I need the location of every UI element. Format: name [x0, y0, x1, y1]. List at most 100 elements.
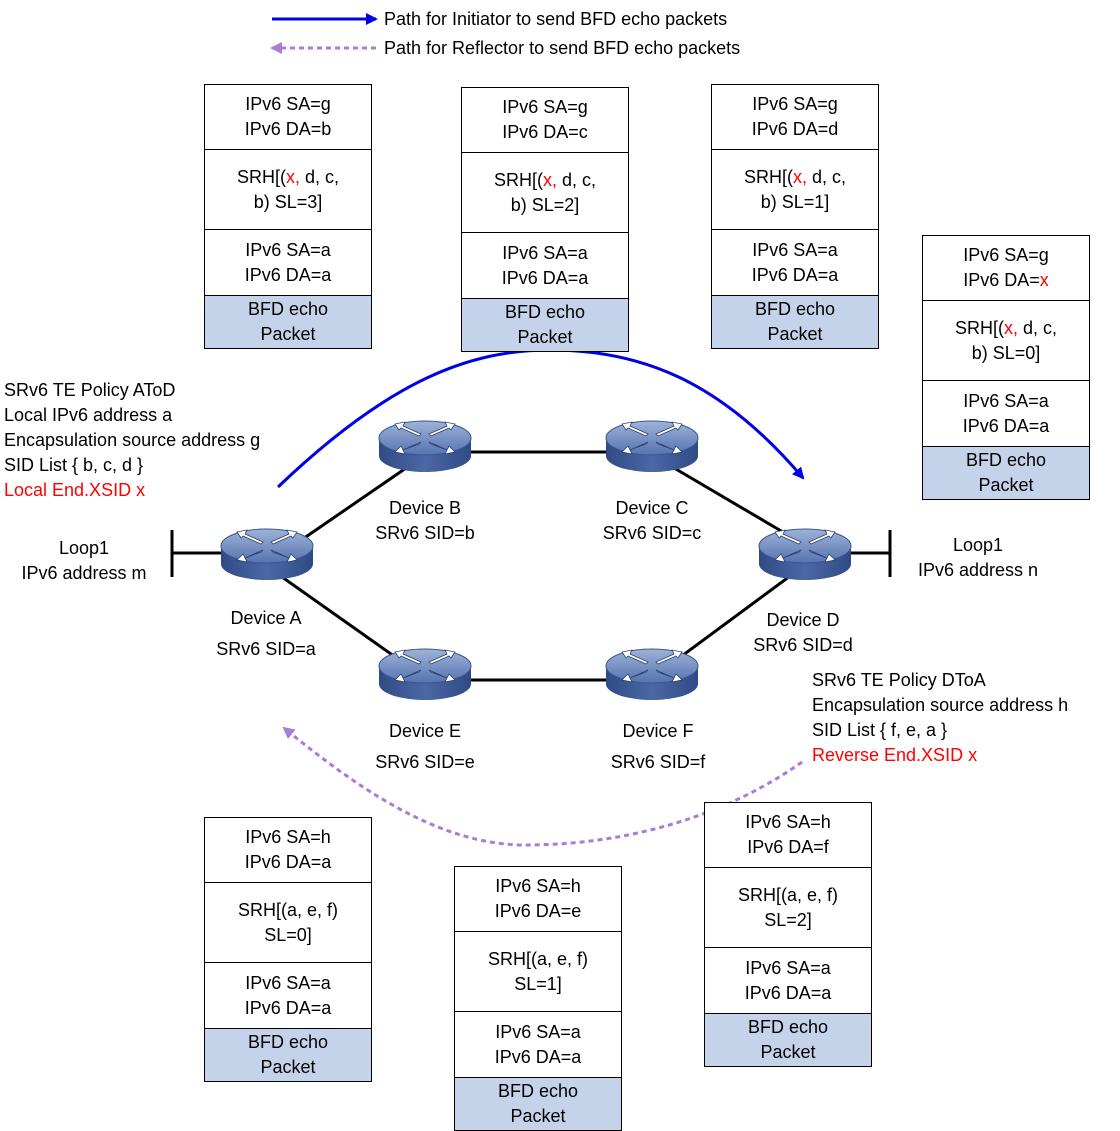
packet-p1-inner-header: IPv6 SA=a IPv6 DA=a [205, 230, 371, 296]
packet-p5-srh: SRH[(a, e, f) SL=0] [205, 883, 371, 963]
packet-p4-srh-line2: b) SL=0] [971, 342, 1041, 363]
packet-p2-inner-sa: IPv6 SA=a [502, 242, 588, 263]
packet-p7-outer-header: IPv6 SA=h IPv6 DA=f [705, 803, 871, 868]
device-c-label: Device C SRv6 SID=c [572, 496, 732, 546]
packet-p4-bfd-payload: BFD echo Packet [923, 447, 1089, 499]
packet-p3-bfd-payload: BFD echo Packet [712, 296, 878, 348]
packet-p7-bfd-payload: BFD echo Packet [705, 1014, 871, 1066]
packet-p1-outer-da: IPv6 DA=b [244, 119, 332, 139]
policy-dtoa-name: SRv6 TE Policy DToA [812, 670, 986, 690]
packet-p3-outer-sa: IPv6 SA=g [752, 94, 838, 114]
packet-p7-inner-header: IPv6 SA=a IPv6 DA=a [705, 948, 871, 1014]
loop-left-label: Loop1 IPv6 address m [0, 536, 168, 586]
packet-p4-outer-header: IPv6 SA=g IPv6 DA=x [923, 236, 1089, 301]
policy-atod-local-address: Local IPv6 address a [4, 405, 173, 425]
device-a-router-icon[interactable] [220, 528, 314, 581]
policy-dtoa-sid-list: SID List { f, e, a } [812, 720, 948, 740]
packet-p5-outer-da: IPv6 DA=a [244, 852, 332, 872]
policy-atod-encap-source: Encapsulation source address g [4, 430, 261, 450]
packet-p1-outer-sa: IPv6 SA=g [245, 94, 331, 114]
packet-p5-outer-sa: IPv6 SA=h [245, 827, 331, 847]
packet-p6-inner-header: IPv6 SA=a IPv6 DA=a [455, 1012, 621, 1078]
device-b-label: Device B SRv6 SID=b [345, 496, 505, 546]
packet-p6-srh: SRH[(a, e, f) SL=1] [455, 932, 621, 1012]
packet-p4-srh-line1: SRH[(x, d, c, [954, 317, 1058, 338]
packet-p3-inner-da: IPv6 DA=a [751, 264, 839, 285]
policy-dtoa-reverse-xsid: Reverse End.XSID x [812, 745, 978, 765]
device-c-router-icon[interactable] [605, 420, 699, 473]
packet-p7-outer-da: IPv6 DA=f [747, 837, 829, 857]
legend-initiator-label: Path for Initiator to send BFD echo pack… [384, 9, 728, 29]
packet-p4-outer-sa: IPv6 SA=g [963, 245, 1049, 265]
packet-p6-outer-da: IPv6 DA=e [494, 901, 582, 921]
device-b-router-icon[interactable] [378, 420, 472, 473]
device-b-sid: SRv6 SID=b [375, 523, 475, 543]
device-f-sid: SRv6 SID=f [610, 752, 706, 772]
packet-p6-inner-da: IPv6 DA=a [494, 1046, 582, 1067]
device-f-router-icon[interactable] [605, 648, 699, 701]
packet-p6-inner-sa: IPv6 SA=a [495, 1021, 581, 1042]
packet-p3-inner-header: IPv6 SA=a IPv6 DA=a [712, 230, 878, 296]
packet-p7-inner-sa: IPv6 SA=a [745, 957, 831, 978]
packet-p1-srh: SRH[(x, d, c, b) SL=3] [205, 150, 371, 230]
device-a-label: Device A SRv6 SID=a [186, 606, 346, 662]
loop-left-address: IPv6 address m [21, 563, 147, 583]
device-d-sid: SRv6 SID=d [753, 635, 853, 655]
packet-p1-srh-line1: SRH[(x, d, c, [236, 166, 340, 187]
packet-p6-outer-sa: IPv6 SA=h [495, 876, 581, 896]
device-c-sid: SRv6 SID=c [602, 523, 702, 543]
policy-dtoa-encap-source: Encapsulation source address h [812, 695, 1069, 715]
packet-p6-bfd-payload: BFD echo Packet [455, 1078, 621, 1130]
initiator-path-arrow [276, 348, 805, 489]
packet-p3-inner-sa: IPv6 SA=a [752, 239, 838, 260]
packet-p6: IPv6 SA=h IPv6 DA=e SRH[(a, e, f) SL=1] … [454, 866, 622, 1131]
packet-p5-bfd-payload: BFD echo Packet [205, 1029, 371, 1081]
packet-p1: IPv6 SA=g IPv6 DA=b SRH[(x, d, c, b) SL=… [204, 84, 372, 349]
packet-p3-srh-line1: SRH[(x, d, c, [743, 166, 847, 187]
packet-p4-inner-da: IPv6 DA=a [962, 415, 1050, 436]
packet-p5-inner-da: IPv6 DA=a [244, 997, 332, 1018]
packet-p6-srh-line2: SL=1] [514, 973, 562, 994]
packet-p2-bfd-payload: BFD echo Packet [462, 299, 628, 351]
device-f-label: Device F SRv6 SID=f [578, 719, 738, 775]
packet-p6-outer-header: IPv6 SA=h IPv6 DA=e [455, 867, 621, 932]
packet-p7: IPv6 SA=h IPv6 DA=f SRH[(a, e, f) SL=2] … [704, 802, 872, 1067]
packet-p2-inner-header: IPv6 SA=a IPv6 DA=a [462, 233, 628, 299]
packet-p5-inner-sa: IPv6 SA=a [245, 972, 331, 993]
loop-right-label: Loop1 IPv6 address n [900, 533, 1056, 583]
packet-p7-inner-da: IPv6 DA=a [744, 982, 832, 1003]
packet-p5-inner-header: IPv6 SA=a IPv6 DA=a [205, 963, 371, 1029]
loop-right-name: Loop1 [952, 535, 1004, 555]
packet-p1-bfd-payload: BFD echo Packet [205, 296, 371, 348]
packet-p2-outer-sa: IPv6 SA=g [502, 97, 588, 117]
device-d-router-icon[interactable] [758, 528, 852, 581]
packet-p5-srh-line1: SRH[(a, e, f) [237, 899, 339, 920]
policy-atod-name: SRv6 TE Policy AToD [4, 380, 176, 400]
device-c-name: Device C [615, 498, 689, 518]
packet-p2-outer-header: IPv6 SA=g IPv6 DA=c [462, 88, 628, 153]
device-a-name: Device A [230, 608, 302, 628]
device-e-router-icon[interactable] [378, 648, 472, 701]
packet-p5: IPv6 SA=h IPv6 DA=a SRH[(a, e, f) SL=0] … [204, 817, 372, 1082]
legend-reflector-label: Path for Reflector to send BFD echo pack… [384, 38, 741, 58]
packet-p2-inner-da: IPv6 DA=a [501, 267, 589, 288]
packet-p4-inner-header: IPv6 SA=a IPv6 DA=a [923, 381, 1089, 447]
packet-p1-inner-sa: IPv6 SA=a [245, 239, 331, 260]
loop-left-name: Loop1 [58, 538, 110, 558]
packet-p3-srh: SRH[(x, d, c, b) SL=1] [712, 150, 878, 230]
packet-p7-outer-sa: IPv6 SA=h [745, 812, 831, 832]
packet-p5-outer-header: IPv6 SA=h IPv6 DA=a [205, 818, 371, 883]
packet-p1-outer-header: IPv6 SA=g IPv6 DA=b [205, 85, 371, 150]
device-e-label: Device E SRv6 SID=e [345, 719, 505, 775]
device-d-label: Device D SRv6 SID=d [723, 608, 883, 658]
device-b-name: Device B [388, 498, 462, 518]
packet-p5-srh-line2: SL=0] [264, 924, 312, 945]
device-f-name: Device F [622, 721, 694, 741]
policy-atod-local-xsid: Local End.XSID x [4, 480, 146, 500]
packet-p2-srh-line2: b) SL=2] [510, 194, 580, 215]
policy-atod-sid-list: SID List { b, c, d } [4, 455, 144, 475]
packet-p3: IPv6 SA=g IPv6 DA=d SRH[(x, d, c, b) SL=… [711, 84, 879, 349]
policy-atod-info: SRv6 TE Policy AToD Local IPv6 address a… [4, 378, 260, 503]
packet-p7-srh: SRH[(a, e, f) SL=2] [705, 868, 871, 948]
loop-right-address: IPv6 address n [917, 560, 1039, 580]
